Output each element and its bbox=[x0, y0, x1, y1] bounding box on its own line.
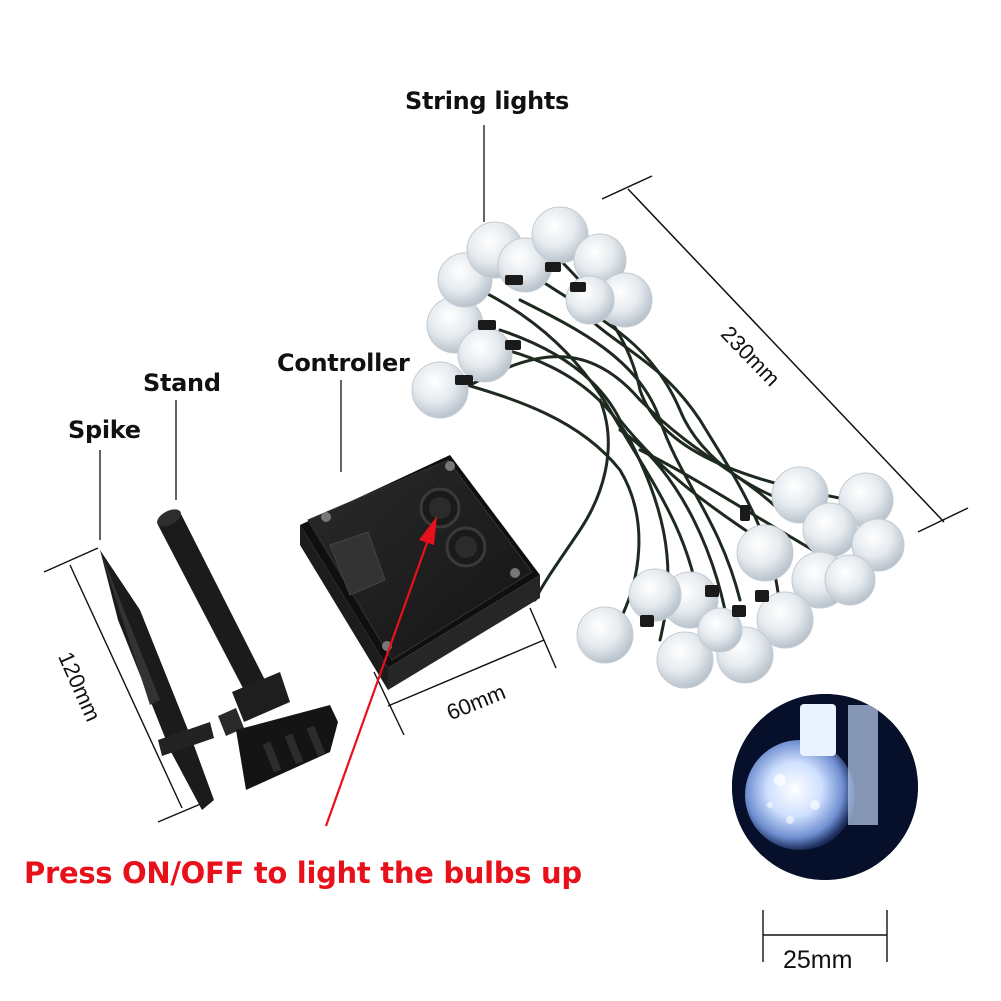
bulb-icon bbox=[736, 524, 794, 582]
arrow-indicator bbox=[324, 516, 437, 827]
dimension-line-25 bbox=[762, 910, 888, 962]
spike-icon bbox=[100, 550, 214, 810]
mode-button-icon bbox=[445, 526, 487, 568]
bulb-icon bbox=[411, 361, 469, 419]
bulb-icon bbox=[576, 606, 634, 664]
dimension-25mm: 25mm bbox=[783, 946, 853, 974]
stand-icon bbox=[157, 509, 338, 790]
label-string-lights: String lights bbox=[405, 87, 570, 115]
power-button-icon bbox=[419, 487, 461, 529]
dimension-line-60 bbox=[373, 607, 557, 736]
bulb-icon bbox=[824, 554, 876, 606]
bulb-icon bbox=[457, 327, 513, 383]
controller-icon bbox=[300, 455, 540, 690]
bulb-cluster-top bbox=[411, 206, 653, 419]
bulb-icon bbox=[628, 568, 682, 622]
bulb-icon bbox=[656, 631, 714, 689]
instruction-text: Press ON/OFF to light the bulbs up bbox=[24, 856, 582, 890]
bulb-icon bbox=[756, 591, 814, 649]
label-stand: Stand bbox=[143, 369, 221, 397]
bulb-icon bbox=[851, 518, 905, 572]
bulb-sockets-bottom bbox=[640, 505, 769, 627]
label-controller: Controller bbox=[277, 349, 410, 377]
dimension-line-230 bbox=[601, 175, 969, 533]
label-spike: Spike bbox=[68, 416, 141, 444]
leader-lines bbox=[99, 125, 485, 540]
bulb-cluster-bottom bbox=[576, 466, 905, 689]
bulb-sockets-top bbox=[455, 262, 586, 385]
bulb-icon bbox=[802, 502, 858, 558]
bulb-icon bbox=[697, 607, 743, 653]
bulb-closeup-inset bbox=[732, 694, 918, 880]
